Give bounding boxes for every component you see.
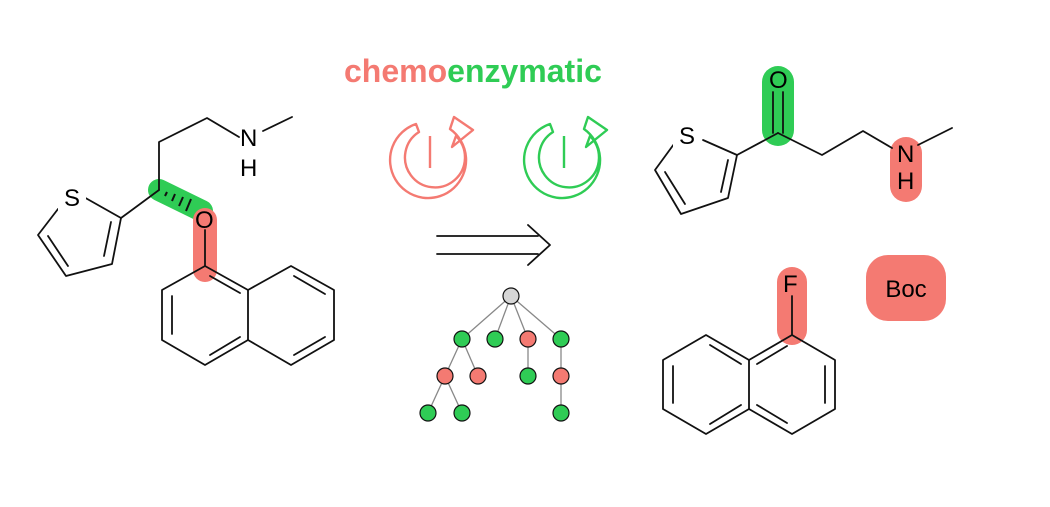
target-oxygen-label: O bbox=[195, 207, 214, 234]
ketone-sulfur-label: S bbox=[679, 123, 695, 150]
fluoro-naph-double-3 bbox=[756, 345, 788, 365]
route-tree-icon bbox=[419, 287, 570, 422]
tree-edge bbox=[510, 295, 562, 340]
tree-node-chemo bbox=[552, 367, 570, 385]
ketone-nitrogen-label: N bbox=[897, 141, 914, 168]
ketone-thiophene-double-1 bbox=[720, 159, 729, 193]
target-naph-double-2 bbox=[209, 336, 241, 356]
boc-label: Boc bbox=[885, 276, 926, 303]
tree-node-enzymatic bbox=[486, 330, 504, 348]
fluoro-fluorine-label: F bbox=[783, 271, 798, 298]
tree-edge bbox=[461, 295, 512, 340]
fluoro-naph-double-2 bbox=[756, 404, 788, 424]
target-thiophene-ring bbox=[37, 195, 122, 277]
enzymatic-cycle-icon bbox=[522, 115, 609, 200]
target-hashed-wedge bbox=[164, 191, 192, 212]
fluoro-naph-double-5 bbox=[709, 344, 742, 365]
title-enzymatic: enzymatic bbox=[447, 53, 602, 89]
boc-badge: Boc bbox=[866, 255, 946, 321]
tree-node-chemo bbox=[519, 330, 537, 348]
target-sulfur-label: S bbox=[64, 185, 80, 212]
fluoro-naphthalene-ring-b bbox=[662, 334, 750, 435]
target-bond-n-methyl bbox=[262, 116, 293, 132]
fluoro-naphthalene-ring-a bbox=[748, 334, 836, 435]
ketone-bond-ring-carbonyl bbox=[736, 132, 779, 156]
target-naph-double-5 bbox=[293, 336, 326, 356]
target-naph-double-4 bbox=[293, 275, 326, 295]
tree-node-enzymatic bbox=[419, 404, 437, 422]
tree-node-chemo bbox=[469, 367, 487, 385]
ketone-hydrogen-label: H bbox=[897, 168, 914, 195]
scheme-title: chemoenzymatic bbox=[344, 53, 602, 89]
target-thiophene-double-2 bbox=[47, 235, 69, 267]
ketone-oxygen-label: O bbox=[769, 67, 788, 94]
retrosynthesis-arrow-icon bbox=[436, 224, 551, 266]
ketone-thiophene-double-2 bbox=[664, 171, 686, 205]
tree-node-enzymatic bbox=[453, 330, 471, 348]
ketone-precursor: S O N H bbox=[654, 66, 953, 215]
target-naphthalene-ring-b bbox=[247, 265, 335, 366]
fluoro-naph-double-6 bbox=[709, 404, 742, 425]
ketone-chain bbox=[777, 130, 893, 156]
tree-node-enzymatic bbox=[519, 367, 537, 385]
ketone-bond-n-methyl bbox=[917, 127, 953, 146]
fluoronaphthalene-precursor: F bbox=[662, 267, 836, 435]
tree-node-enzymatic bbox=[552, 404, 570, 422]
target-chain bbox=[158, 117, 240, 191]
target-molecule: S N H O bbox=[37, 116, 335, 366]
chemo-cycle-icon bbox=[388, 115, 475, 200]
target-hydrogen-label: H bbox=[240, 155, 257, 182]
tree-node-enzymatic bbox=[453, 404, 471, 422]
tree-node-enzymatic bbox=[552, 330, 570, 348]
target-nitrogen-label: N bbox=[240, 125, 257, 152]
title-chemo: chemo bbox=[344, 53, 447, 89]
target-thiophene-double-1 bbox=[103, 221, 112, 257]
tree-node-neutral bbox=[502, 287, 520, 305]
ketone-thiophene-ring bbox=[654, 139, 738, 215]
tree-node-chemo bbox=[436, 367, 454, 385]
target-bond-ring-stereocenter bbox=[120, 189, 160, 219]
target-naph-double-3 bbox=[209, 275, 241, 294]
